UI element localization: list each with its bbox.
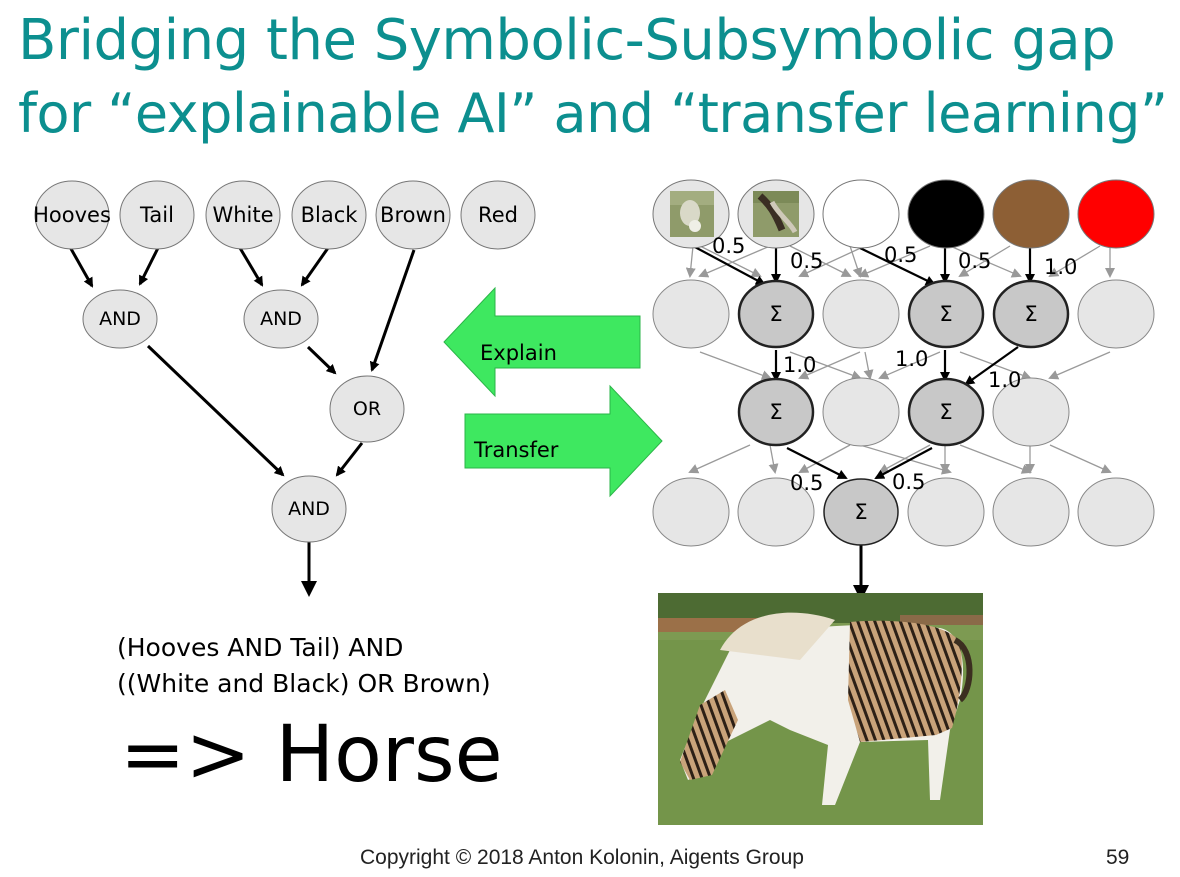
sum-node-2-2 [737, 377, 815, 447]
symbolic-rule: (Hooves AND Tail) AND ((White and Black)… [117, 630, 491, 702]
hooves-thumbnail [670, 191, 714, 237]
sum-node-1-4 [907, 279, 985, 349]
output-node-6 [1077, 477, 1155, 547]
hidden-node-2-5 [992, 377, 1070, 447]
hidden-node-1-6 [1077, 279, 1155, 349]
zebra-horse-photo [658, 593, 983, 825]
page-number: 59 [1106, 846, 1130, 869]
weight-hooves: 0.5 [712, 234, 745, 258]
sum-node-1-5 [992, 279, 1070, 349]
output-node-1 [652, 477, 730, 547]
hidden-node-1-3 [822, 279, 900, 349]
output-node-2 [737, 477, 815, 547]
neural-network: Σ Σ Σ Σ Σ Σ 0.5 0.5 0.5 0.5 1.0 1.0 1.0 … [652, 179, 1155, 601]
gate-label-and-final: AND [288, 498, 330, 520]
weight-brown-or: 1.0 [988, 368, 1021, 392]
weight-or-1: 0.5 [790, 471, 823, 495]
transfer-arrow: Transfer [464, 384, 663, 498]
weight-white: 0.5 [884, 243, 917, 267]
explain-label: Explain [480, 341, 557, 365]
weight-and-2: 1.0 [895, 347, 928, 371]
explain-arrow: Explain [443, 286, 641, 398]
sum-symbol-output: Σ [854, 500, 867, 524]
sum-symbol-1-5: Σ [1024, 302, 1037, 326]
sum-node-output [823, 478, 899, 546]
gate-and-1 [82, 289, 158, 349]
output-node-4 [907, 477, 985, 547]
input-node-black [291, 180, 367, 250]
network-input-brown [992, 179, 1070, 249]
sum-node-2-4 [907, 377, 985, 447]
network-input-white [822, 179, 900, 249]
symbolic-tree: Hooves Tail White Black Brown Red AND AN… [33, 180, 536, 597]
transfer-label: Transfer [473, 438, 559, 462]
input-node-brown [375, 180, 451, 250]
gate-label-and-2: AND [260, 308, 302, 330]
gate-and-final [271, 475, 347, 543]
output-node-5 [992, 477, 1070, 547]
input-label-red: Red [478, 203, 518, 227]
sum-symbol-1-4: Σ [939, 302, 952, 326]
sum-symbol-1-2: Σ [769, 302, 782, 326]
copyright: Copyright © 2018 Anton Kolonin, Aigents … [360, 846, 804, 869]
input-label-black: Black [301, 203, 359, 227]
weight-brown: 1.0 [1044, 255, 1077, 279]
weight-tail: 0.5 [790, 249, 823, 273]
input-node-tail [119, 180, 195, 250]
rule-line-2: ((White and Black) OR Brown) [117, 669, 491, 698]
input-label-hooves: Hooves [33, 203, 111, 227]
weight-or-2: 0.5 [892, 470, 925, 494]
input-node-hooves [34, 180, 110, 250]
input-node-red [460, 180, 536, 250]
weight-and-1: 1.0 [783, 353, 816, 377]
hidden-node-1-1 [652, 279, 730, 349]
weight-black: 0.5 [958, 249, 991, 273]
rule-conclusion: => Horse [120, 710, 503, 800]
network-input-red [1077, 179, 1155, 249]
input-label-white: White [212, 203, 273, 227]
tail-thumbnail [753, 191, 799, 237]
network-input-black [907, 179, 985, 249]
input-node-white [205, 180, 281, 250]
slide-title-line-1: Bridging the Symbolic-Subsymbolic gap [18, 8, 1116, 73]
hidden-node-2-3 [822, 377, 900, 447]
gate-or [329, 375, 405, 443]
slide-title-line-2: for “explainable AI” and “transfer learn… [18, 82, 1168, 145]
sum-symbol-2-4: Σ [939, 400, 952, 424]
input-label-tail: Tail [139, 203, 174, 227]
sum-symbol-2-2: Σ [769, 400, 782, 424]
input-label-brown: Brown [380, 203, 446, 227]
gate-and-2 [243, 289, 319, 349]
gate-label-or: OR [353, 398, 381, 420]
gate-label-and-1: AND [99, 308, 141, 330]
rule-line-1: (Hooves AND Tail) AND [117, 633, 404, 662]
sum-node-1-2 [737, 279, 815, 349]
